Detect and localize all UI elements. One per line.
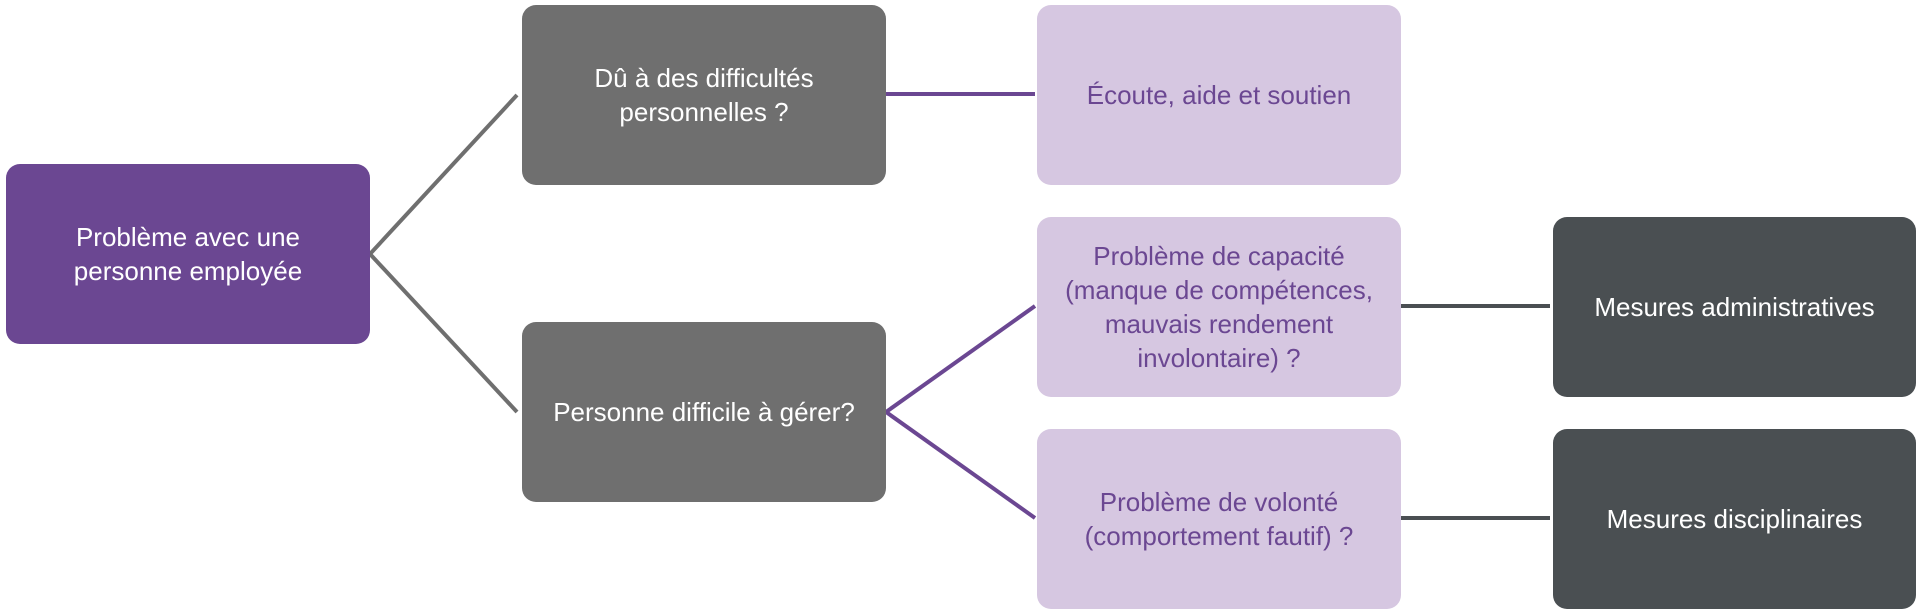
connector-root-to-personal (368, 93, 519, 256)
outcome-administrative-measures: Mesures administratives (1553, 217, 1916, 397)
root-node: Problème avec une personne employée (6, 164, 370, 344)
connector-difficult-to-will (884, 410, 1037, 520)
question-capacity-problem: Problème de capacité (manque de compéten… (1037, 217, 1401, 397)
outcome-disciplinary-measures: Mesures disciplinaires (1553, 429, 1916, 609)
question-personal-difficulties: Dû à des difficultés personnelles ? (522, 5, 886, 185)
connector-root-to-difficult (368, 252, 519, 414)
question-difficult-person: Personne difficile à gérer? (522, 322, 886, 502)
question-will-problem: Problème de volonté (comportement fautif… (1037, 429, 1401, 609)
connector-difficult-to-capacity (884, 304, 1037, 414)
response-listen-help-support: Écoute, aide et soutien (1037, 5, 1401, 185)
